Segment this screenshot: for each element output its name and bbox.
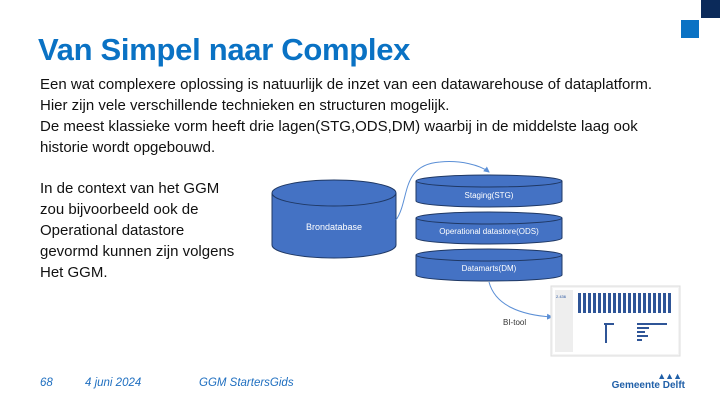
bi-bar xyxy=(578,293,581,313)
bi-bar xyxy=(588,293,591,313)
bi-kpi: 2.436 xyxy=(556,294,567,299)
intro-line: Een wat complexere oplossing is natuurli… xyxy=(40,76,653,93)
context-line: In de context van het GGM xyxy=(40,180,220,197)
bi-bar xyxy=(593,293,596,313)
bi-bar xyxy=(638,293,641,313)
bi-bar xyxy=(618,293,621,313)
bi-bar xyxy=(598,293,601,313)
intro-line: historie wordt opgebouwd. xyxy=(40,139,216,156)
bi-bar xyxy=(583,293,586,313)
bi-bar xyxy=(603,293,606,313)
staging-cylinder: Staging(STG) xyxy=(415,174,563,208)
bi-bar xyxy=(613,293,616,313)
bi-bar xyxy=(658,293,661,313)
ods-label: Operational datastore(ODS) xyxy=(439,227,539,236)
source-database-cylinder: Brondatabase xyxy=(271,179,397,259)
logo-text: Gemeente Delft xyxy=(611,380,685,391)
bi-bar xyxy=(648,293,651,313)
context-line: zou bijvoorbeeld ook de xyxy=(40,201,199,218)
intro-line: Hier zijn vele verschillende technieken … xyxy=(40,97,450,114)
footer-doc-title: GGM StartersGids xyxy=(199,377,294,389)
footer-date: 4 juni 2024 xyxy=(85,377,142,389)
page-number: 68 xyxy=(40,377,53,389)
bi-bar xyxy=(623,293,626,313)
source-database-label: Brondatabase xyxy=(306,222,362,232)
bi-bar xyxy=(653,293,656,313)
logo-icon: ▲▲▲ xyxy=(657,371,682,381)
bi-bar xyxy=(663,293,666,313)
bi-bar xyxy=(633,293,636,313)
context-line: Het GGM. xyxy=(40,264,108,281)
corner-square-blue xyxy=(681,20,699,38)
bi-bar xyxy=(628,293,631,313)
bi-bar xyxy=(668,293,671,313)
bi-dashboard-thumbnail: 2.436 xyxy=(550,285,681,357)
corner-square-dark xyxy=(701,0,720,18)
bi-bar xyxy=(643,293,646,313)
slide-title: Van Simpel naar Complex xyxy=(38,32,411,67)
flow-arrow xyxy=(488,281,553,320)
bi-tool-label: BI-tool xyxy=(503,318,526,327)
staging-label: Staging(STG) xyxy=(465,191,514,200)
context-line: gevormd kunnen zijn volgens xyxy=(40,243,235,260)
datamarts-cylinder: Datamarts(DM) xyxy=(415,248,563,282)
flow-arrow xyxy=(395,161,490,221)
datamarts-label: Datamarts(DM) xyxy=(462,264,517,273)
bi-bar xyxy=(608,293,611,313)
context-line: Operational datastore xyxy=(40,222,185,239)
ods-cylinder: Operational datastore(ODS) xyxy=(415,211,563,245)
intro-line: De meest klassieke vorm heeft drie lagen… xyxy=(40,118,638,135)
gemeente-delft-logo: ▲▲▲ Gemeente Delft xyxy=(605,371,685,392)
